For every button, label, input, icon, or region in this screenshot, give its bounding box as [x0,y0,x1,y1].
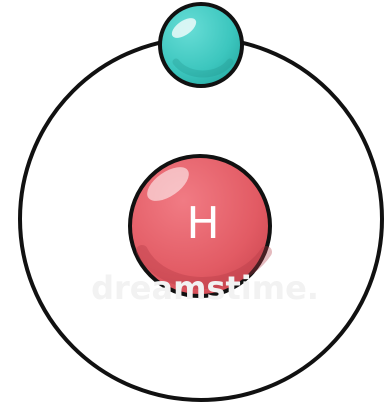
watermark-text: dreamstime. [91,269,319,307]
electron [160,4,242,86]
nucleus-label: H [186,198,219,249]
